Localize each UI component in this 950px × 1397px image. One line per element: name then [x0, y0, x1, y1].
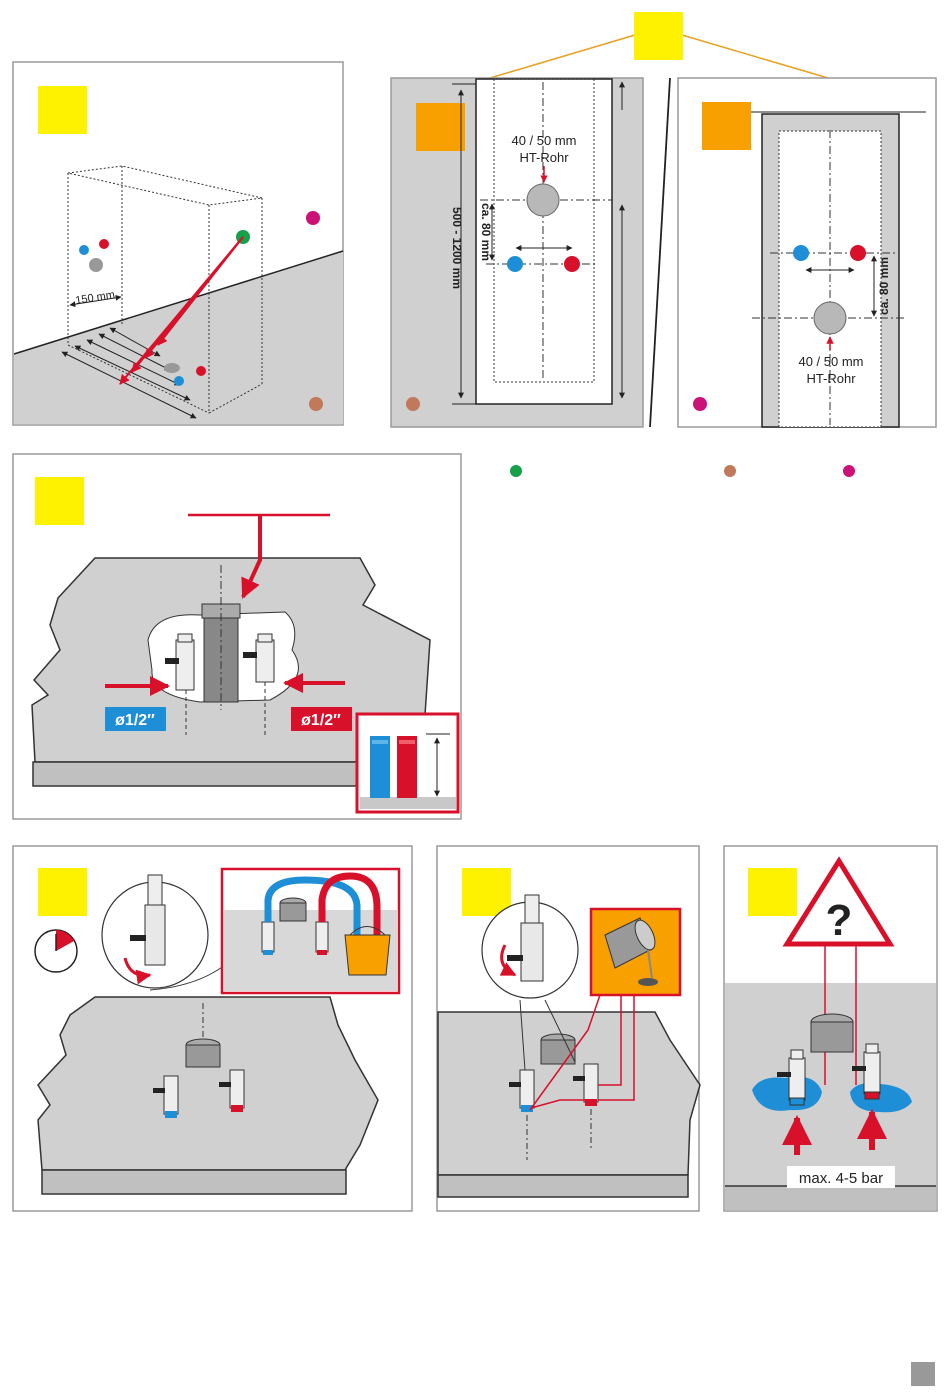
- pressure-label: max. 4-5 bar: [799, 1170, 883, 1187]
- brown-dot: [309, 397, 323, 411]
- step-tag-orange: [416, 103, 465, 151]
- pipe-size-label-2: 40 / 50 mm: [798, 354, 863, 369]
- page-marker: [911, 1362, 935, 1386]
- hot-connection-label: ø1/2″: [301, 712, 341, 729]
- pipe-type-label-2: HT-Rohr: [806, 371, 856, 386]
- panel-flushing: [13, 846, 412, 1211]
- pipe-type-label: HT-Rohr: [519, 150, 569, 165]
- height-range-label: 500 - 1200 mm: [450, 207, 464, 289]
- panel-sealing: [437, 846, 700, 1211]
- step-tag-orange-2: [702, 102, 751, 150]
- top-yellow-tag: [490, 12, 828, 78]
- cold-connection-label: ø1/2″: [115, 712, 155, 729]
- warning-question-mark: ?: [826, 896, 853, 945]
- panel-plan-pipe-top: 500 - 1200 mm 40 / 50 mm HT-Rohr ca. 80 …: [391, 78, 643, 427]
- panel-plan-pipe-bottom: ca. 80 mm 40 / 50 mm HT-Rohr: [678, 78, 936, 427]
- spacing-label-2: ca. 80 mm: [877, 257, 891, 315]
- spacing-label: ca. 80 mm: [479, 203, 493, 261]
- step-tag-yellow: [38, 86, 87, 134]
- panel-pressure-test: ? max. 4-5 bar: [724, 846, 937, 1211]
- pipe-size-label: 40 / 50 mm: [511, 133, 576, 148]
- magenta-dot: [306, 211, 320, 225]
- legend-dots: [510, 465, 855, 477]
- panel-room-perspective: 150 mm: [13, 62, 343, 425]
- panel-floor-connections: ø1/2″ ø1/2″: [13, 454, 461, 819]
